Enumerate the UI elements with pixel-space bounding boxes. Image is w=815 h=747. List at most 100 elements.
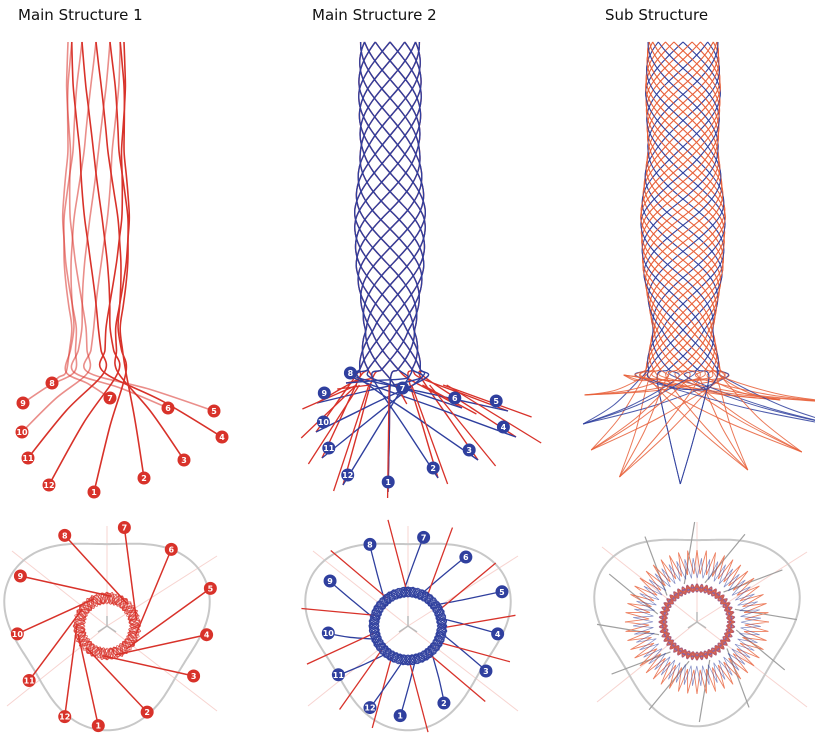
badge-label: 2 <box>430 464 436 473</box>
foot-spoke <box>332 384 370 492</box>
strand-number-badge: 6 <box>161 401 175 415</box>
strand-line <box>368 660 404 710</box>
strand-line <box>134 549 172 636</box>
strand-line <box>623 41 720 382</box>
badge-circle <box>393 709 407 723</box>
strand-line <box>645 41 749 471</box>
strand-number-badge: 9 <box>13 569 27 583</box>
foot-spoke <box>442 384 532 418</box>
strand-line <box>93 41 128 493</box>
ring-loop <box>658 583 736 661</box>
strand-line <box>643 41 815 419</box>
badge-circle <box>215 430 229 444</box>
axis-line <box>601 546 698 623</box>
strand-line <box>102 654 194 677</box>
badge-circle <box>341 468 355 482</box>
badge-circle <box>203 581 217 595</box>
badge-label: 4 <box>204 631 210 640</box>
strand-line <box>321 41 423 459</box>
strand-line <box>641 41 719 391</box>
panel-title-main-structure-2: Main Structure 2 <box>312 6 437 24</box>
strand-line <box>639 41 802 453</box>
strand-line <box>645 41 725 485</box>
badge-label: 5 <box>211 407 217 416</box>
badge-circle <box>16 396 30 410</box>
strand-line <box>582 41 726 425</box>
strand-line <box>590 41 726 451</box>
strand-line <box>348 41 517 438</box>
badge-circle <box>187 669 201 683</box>
strand-line <box>330 550 388 599</box>
ring-loop <box>659 584 735 660</box>
strand-line <box>27 41 108 459</box>
strand-number-badge: 8 <box>363 537 377 551</box>
badge-circle <box>22 673 36 687</box>
badge-label: 10 <box>318 418 330 427</box>
ring-loop <box>369 587 447 665</box>
strand-line <box>358 41 463 409</box>
strand-number-badge: 4 <box>491 627 505 641</box>
badge-circle <box>363 701 377 715</box>
badge-circle <box>331 668 345 682</box>
strand-line <box>421 555 468 595</box>
strand-line <box>734 608 798 621</box>
axis-line <box>106 555 218 627</box>
strand-line <box>428 653 486 702</box>
badge-label: 6 <box>165 404 171 413</box>
axis-line <box>307 625 409 707</box>
badge-circle <box>396 381 410 395</box>
strand-line <box>619 41 726 478</box>
badge-label: 1 <box>385 478 391 487</box>
panel-title-main-structure-1: Main Structure 1 <box>18 6 143 24</box>
strand-number-badge: 11 <box>322 441 336 455</box>
origin-marker <box>106 625 117 633</box>
strand-line <box>611 651 671 675</box>
strand-line <box>21 41 92 433</box>
strand-number-badge: 12 <box>58 710 72 724</box>
strand-number-badge: 9 <box>317 386 331 400</box>
badge-label: 12 <box>342 471 353 480</box>
badge-circle <box>448 391 462 405</box>
badge-circle <box>381 475 395 489</box>
strand-line <box>590 41 721 451</box>
badge-label: 8 <box>62 531 68 540</box>
badge-label: 7 <box>400 384 406 393</box>
ring-loop <box>661 586 733 658</box>
origin-marker <box>97 625 108 633</box>
strand-line <box>426 527 454 597</box>
origin-marker <box>407 625 418 633</box>
badge-circle <box>103 391 117 405</box>
strand-number-badge: 3 <box>479 664 493 678</box>
strand-line <box>315 41 430 433</box>
ring-loop <box>74 593 140 659</box>
badge-circle <box>343 366 357 380</box>
sub-structure-top-view <box>593 521 808 728</box>
axis-line <box>407 625 519 712</box>
strand-number-badge: 7 <box>103 391 117 405</box>
badge-circle <box>491 627 505 641</box>
strand-number-badge: 1 <box>381 475 395 489</box>
axis-line <box>312 550 409 627</box>
badge-label: 2 <box>141 474 147 483</box>
badge-circle <box>323 574 337 588</box>
badge-label: 7 <box>421 533 427 542</box>
strand-line <box>596 623 660 636</box>
badge-circle <box>58 528 72 542</box>
badge-circle <box>140 705 154 719</box>
badge-circle <box>87 485 101 499</box>
strand-line <box>126 587 211 650</box>
foot-spoke <box>307 384 360 465</box>
badge-label: 3 <box>466 446 472 455</box>
strand-number-badge: 9 <box>323 574 337 588</box>
strand-number-badge: 4 <box>200 628 214 642</box>
strand-line <box>357 41 509 412</box>
badge-circle <box>322 441 336 455</box>
strand-number-badge: 4 <box>215 430 229 444</box>
strand-line <box>355 41 439 479</box>
strand-line <box>646 41 725 391</box>
strand-line <box>726 648 750 708</box>
ring-loop <box>368 586 448 666</box>
